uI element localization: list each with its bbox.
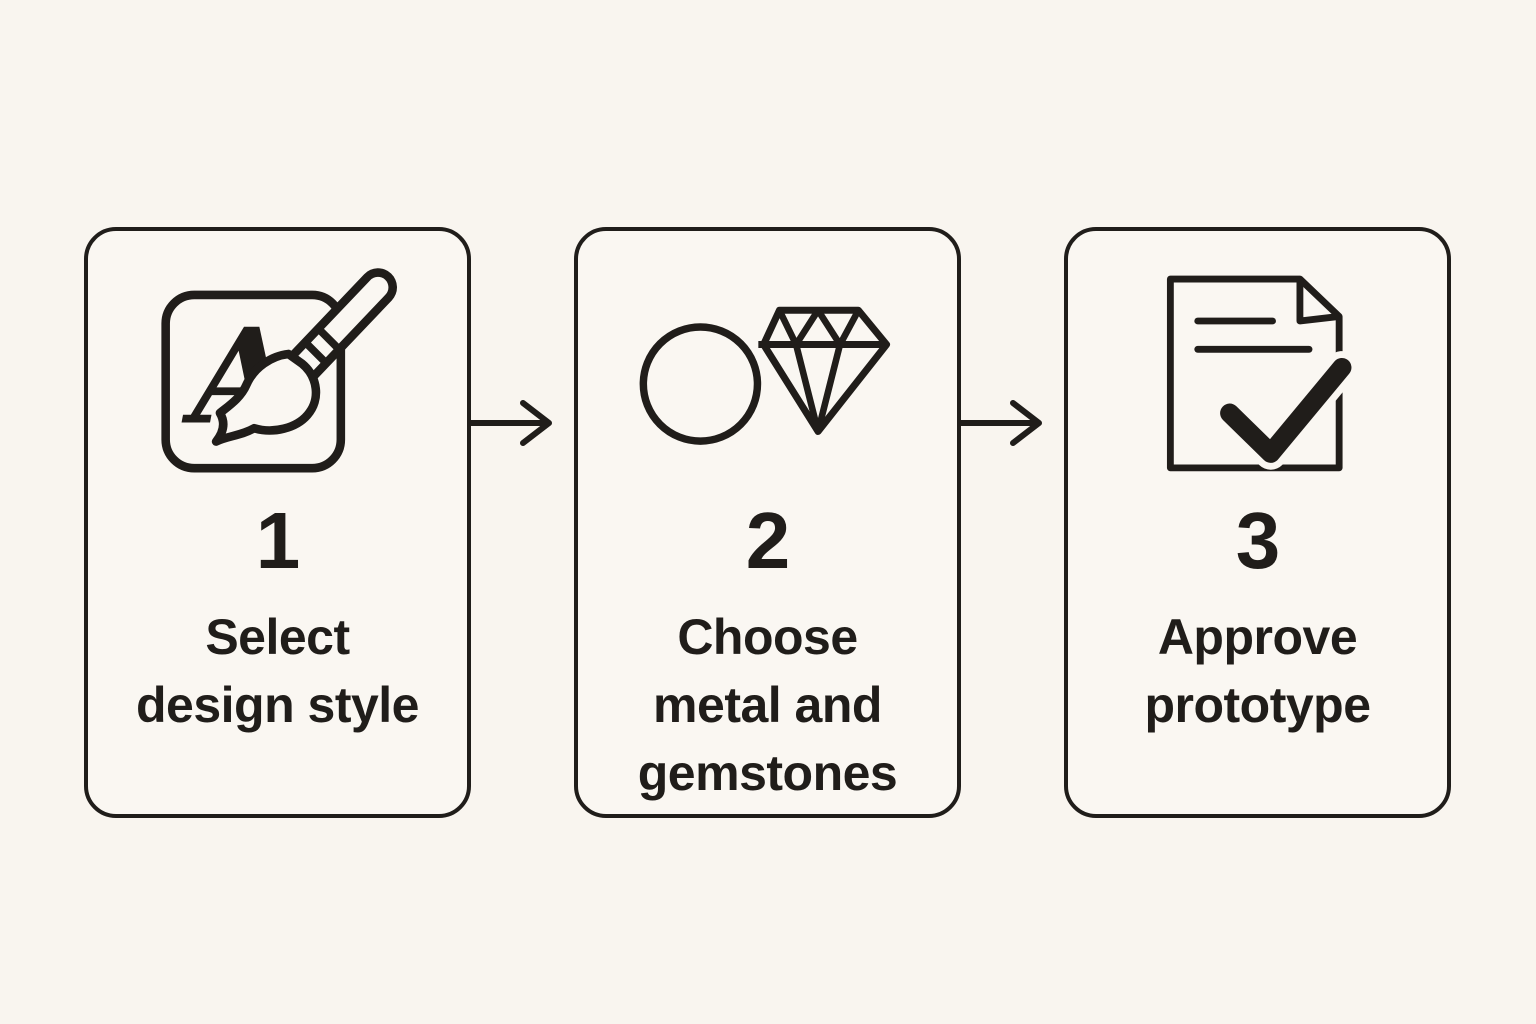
- process-flow: A 1 Select design style: [84, 227, 1451, 818]
- arrow-right-icon: [471, 400, 552, 446]
- step-1-icon-zone: A: [159, 268, 397, 473]
- connector-1: [471, 227, 574, 818]
- step-card-2: 2 Choose metal and gemstones: [574, 227, 961, 818]
- ring-and-diamond-icon: [639, 306, 890, 445]
- step-card-1: A 1 Select design style: [84, 227, 471, 818]
- step-3-number: 3: [1235, 496, 1280, 585]
- step-card-3: 3 Approve prototype: [1064, 227, 1451, 818]
- arrow-right-icon: [961, 400, 1042, 446]
- letter-a-paintbrush-icon: A: [160, 268, 397, 473]
- connector-2: [961, 227, 1064, 818]
- step-2-label: Choose metal and gemstones: [637, 609, 898, 801]
- step-2-number: 2: [745, 496, 790, 585]
- step-1-label: Select design style: [136, 609, 420, 733]
- step-3-icon-zone: [1163, 275, 1359, 472]
- document-checkmark-icon: [1166, 275, 1359, 472]
- step-2-icon-zone: [636, 275, 900, 471]
- step-1-number: 1: [255, 496, 300, 585]
- step-3-label: Approve prototype: [1144, 609, 1371, 733]
